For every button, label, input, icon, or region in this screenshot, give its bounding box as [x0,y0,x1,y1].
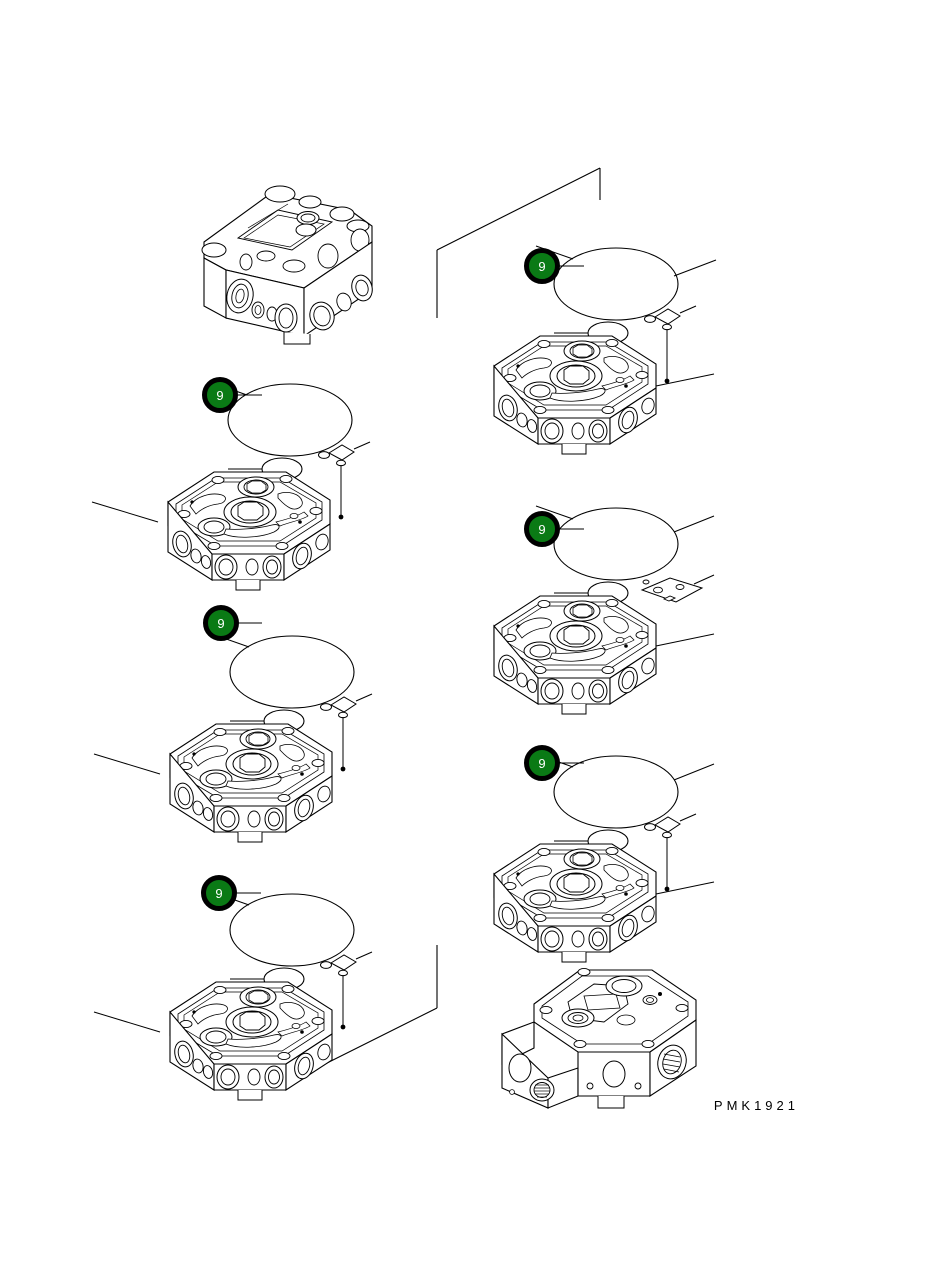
assembly-right-1 [493,245,717,455]
assembly-left-3 [93,891,373,1101]
assembly-right-2 [493,505,715,715]
top-bracket [436,167,601,318]
callout-9-right-1[interactable]: 9 [524,248,560,284]
assembly-top-left-block [201,185,373,345]
assembly-left-1 [91,381,371,591]
callout-9-right-3[interactable]: 9 [524,745,560,781]
assembly-right-3 [493,753,715,963]
assembly-left-2 [93,633,373,843]
figure-code-label: PMK1921 [713,1098,799,1113]
callout-9-right-2[interactable]: 9 [524,511,560,547]
callout-9-left-1[interactable]: 9 [202,377,238,413]
callout-9-left-2[interactable]: 9 [203,605,239,641]
callout-leaders [237,265,584,894]
assembly-bottom-right-block [501,967,697,1109]
callout-9-left-3[interactable]: 9 [201,875,237,911]
